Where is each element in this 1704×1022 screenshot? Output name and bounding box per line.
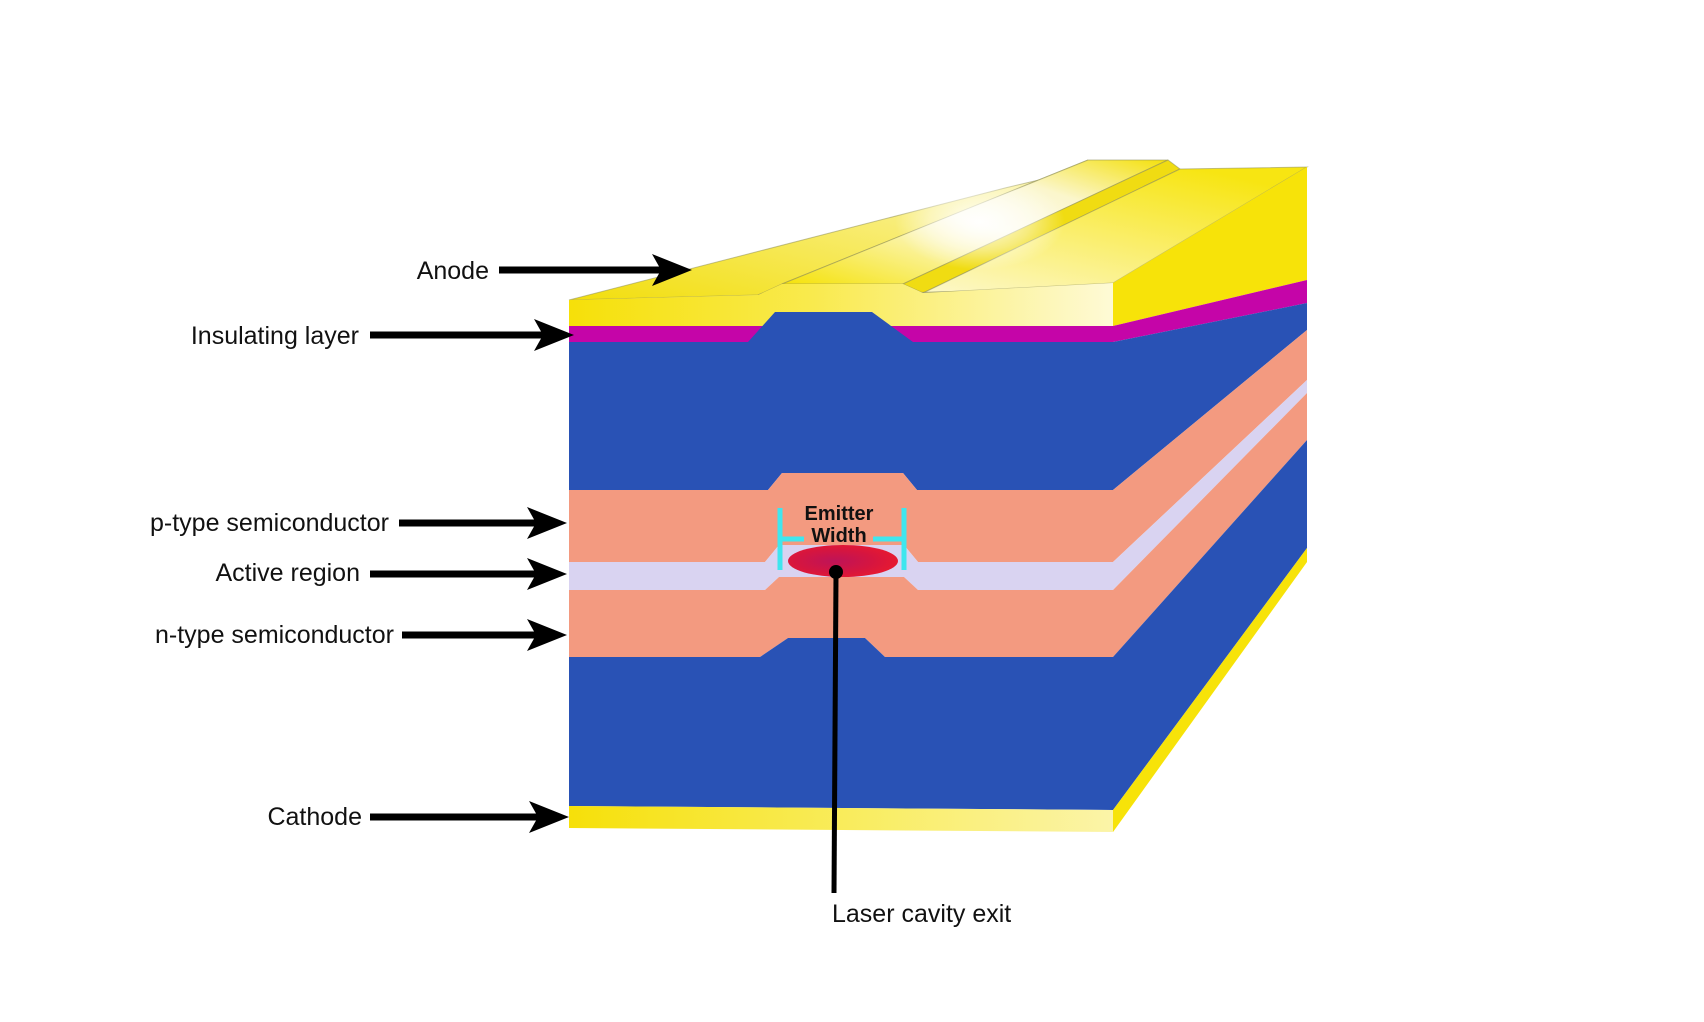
emitter-width-bracket bbox=[777, 508, 907, 570]
side-p-type-layer bbox=[1113, 330, 1307, 562]
laser-exit-pointer-dot bbox=[829, 565, 843, 579]
laser-emitter-spot bbox=[788, 545, 898, 577]
front-anode-layer bbox=[569, 283, 1113, 326]
insulating-layer-arrow bbox=[370, 319, 574, 351]
anode-arrow bbox=[499, 254, 692, 286]
side-face bbox=[1113, 167, 1307, 832]
n-type-arrow bbox=[402, 619, 567, 651]
label-n-type: n-type semiconductor bbox=[155, 621, 394, 649]
side-anode-layer bbox=[1113, 167, 1307, 326]
cathode-arrow bbox=[370, 801, 569, 833]
front-n-type-layer bbox=[569, 577, 1113, 657]
label-insulating-layer: Insulating layer bbox=[191, 322, 359, 350]
front-cathode-layer bbox=[569, 806, 1113, 832]
label-anode: Anode bbox=[417, 257, 489, 285]
side-n-type-layer bbox=[1113, 393, 1307, 657]
side-upper-cladding-layer bbox=[1113, 303, 1307, 490]
p-type-arrow bbox=[399, 507, 567, 539]
label-emitter-width-line2: Width bbox=[811, 525, 866, 547]
label-laser-cavity-exit: Laser cavity exit bbox=[832, 900, 1011, 928]
front-lower-cladding-layer bbox=[569, 638, 1113, 810]
laser-exit-pointer-line bbox=[831, 574, 839, 894]
label-emitter-width-line1: Emitter bbox=[805, 503, 874, 525]
side-cathode-layer bbox=[1113, 548, 1307, 832]
label-active-region: Active region bbox=[215, 559, 360, 587]
label-p-type: p-type semiconductor bbox=[150, 509, 389, 537]
side-active-layer bbox=[1113, 380, 1307, 590]
front-insulating-opening bbox=[748, 312, 913, 342]
front-face bbox=[569, 283, 1113, 832]
active-region-arrow bbox=[370, 558, 567, 590]
side-lower-cladding-layer bbox=[1113, 440, 1307, 810]
front-p-type-layer bbox=[569, 473, 1113, 562]
front-upper-cladding-layer bbox=[569, 342, 1113, 490]
ridge-glow-highlight bbox=[895, 174, 1065, 270]
side-insulating-layer bbox=[1113, 280, 1307, 342]
label-cathode: Cathode bbox=[267, 803, 362, 831]
